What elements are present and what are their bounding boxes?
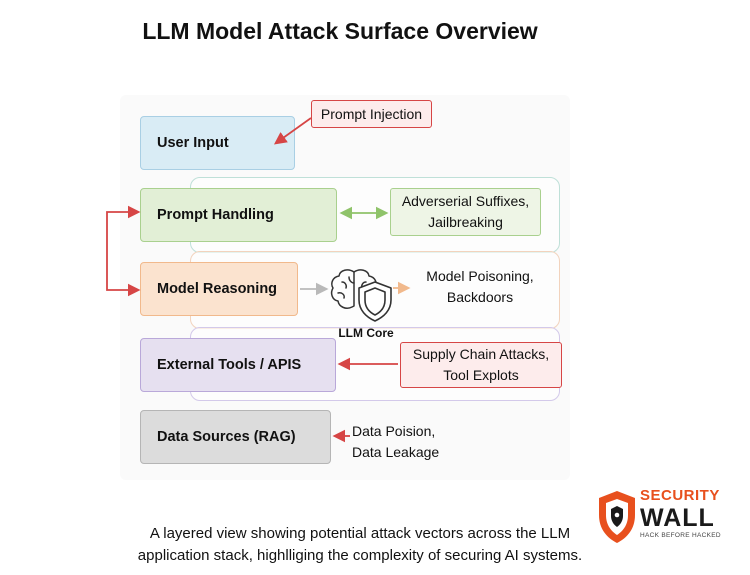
model-poisoning-line-2: Backdoors bbox=[446, 289, 514, 305]
callout-adversarial: Adverserial Suffixes, Jailbreaking bbox=[390, 188, 541, 236]
logo-wall-text: WALL bbox=[640, 504, 715, 532]
diagram-caption: A layered view showing potential attack … bbox=[40, 523, 680, 567]
shield-logo-icon bbox=[599, 491, 635, 543]
diagram-title: LLM Model Attack Surface Overview bbox=[142, 18, 538, 44]
layer-prompt-handling: Prompt Handling bbox=[140, 188, 337, 242]
callout-supply-chain: Supply Chain Attacks, Tool Explots bbox=[400, 342, 562, 388]
logo-tagline: HACK BEFORE HACKED bbox=[640, 532, 721, 539]
layer-prompt-handling-label: Prompt Handling bbox=[157, 207, 274, 223]
layer-external-tools: External Tools / APIS bbox=[140, 338, 336, 392]
caption-line-1: A layered view showing potential attack … bbox=[149, 525, 571, 542]
logo-security-text: SECURITY bbox=[640, 487, 720, 504]
model-poisoning-line-1: Model Poisoning, bbox=[426, 268, 534, 284]
adversarial-line-2: Jailbreaking bbox=[428, 214, 503, 230]
llm-core-label: LLM Core bbox=[338, 326, 394, 340]
callout-model-poisoning: Model Poisoning, Backdoors bbox=[410, 266, 550, 308]
layer-external-tools-label: External Tools / APIS bbox=[157, 357, 302, 373]
layer-model-reasoning: Model Reasoning bbox=[140, 262, 298, 316]
shield-icon bbox=[358, 281, 392, 322]
data-poison-line-2: Data Leakage bbox=[352, 444, 440, 460]
layer-user-input: User Input bbox=[140, 116, 295, 170]
callout-prompt-injection: Prompt Injection bbox=[311, 100, 432, 128]
arrow-prompt-injection bbox=[273, 117, 312, 145]
callout-data-poison: Data Poision, Data Leakage bbox=[352, 421, 452, 463]
arrow-feedback-loop bbox=[106, 205, 141, 297]
layer-user-input-label: User Input bbox=[157, 135, 229, 151]
caption-line-2: application stack, highlliging the compl… bbox=[137, 547, 583, 564]
supply-chain-line-1: Supply Chain Attacks, bbox=[412, 346, 550, 362]
security-wall-logo: SECURITY WALL HACK BEFORE HACKED bbox=[596, 487, 736, 547]
data-poison-line-1: Data Poision, bbox=[352, 423, 436, 439]
prompt-injection-text: Prompt Injection bbox=[320, 105, 423, 122]
adversarial-line-1: Adverserial Suffixes, bbox=[401, 193, 530, 209]
supply-chain-line-2: Tool Explots bbox=[443, 367, 519, 383]
layer-data-sources-label: Data Sources (RAG) bbox=[157, 429, 296, 445]
layer-data-sources: Data Sources (RAG) bbox=[140, 410, 331, 464]
layer-model-reasoning-label: Model Reasoning bbox=[157, 281, 278, 297]
